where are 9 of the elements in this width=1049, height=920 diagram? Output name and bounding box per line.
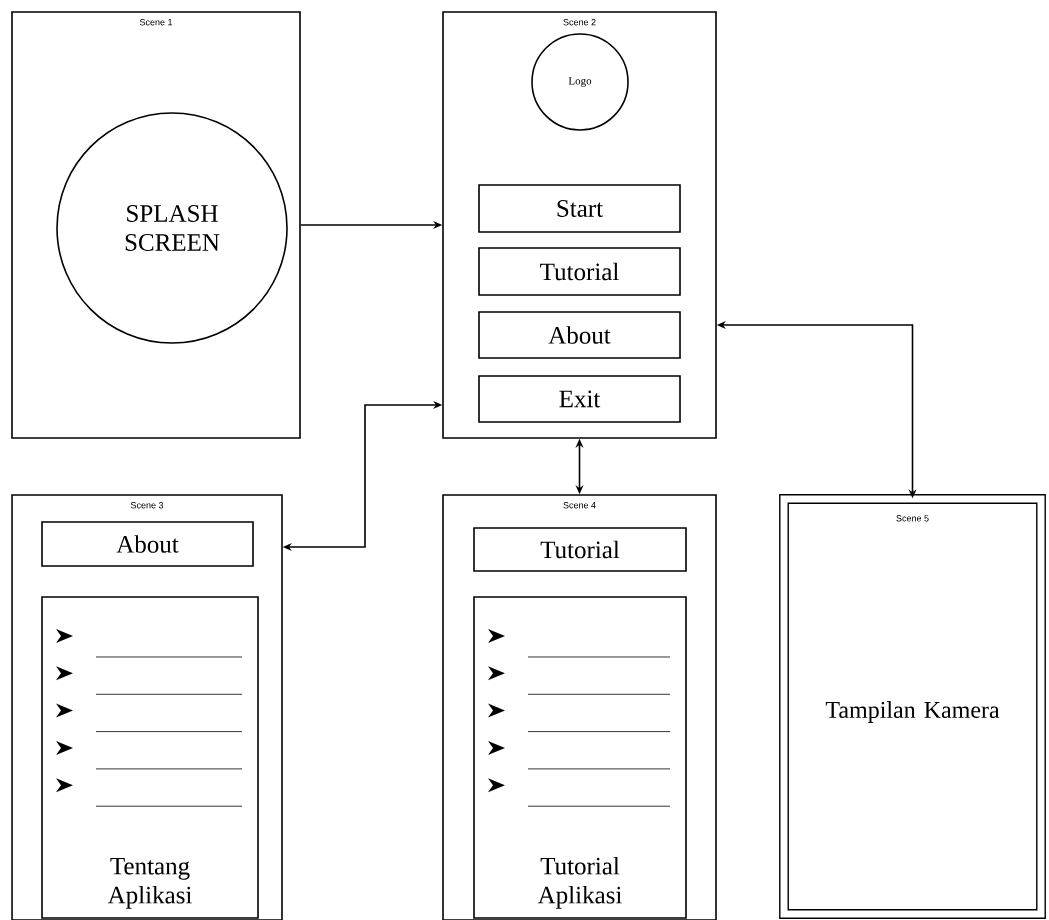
menu-button: Exit [478, 375, 681, 423]
screen-text: Tampilan Kamera [825, 701, 1000, 723]
menu-button: Tutorial [478, 247, 681, 296]
menu-button: Start [478, 184, 681, 233]
menu-button: About [478, 311, 681, 359]
content-panel: Tutorial Aplikasi [473, 596, 687, 919]
menu-button: Tutorial [473, 527, 687, 572]
menu-button: About [41, 521, 254, 567]
content-panel: Tentang Aplikasi [41, 596, 259, 919]
